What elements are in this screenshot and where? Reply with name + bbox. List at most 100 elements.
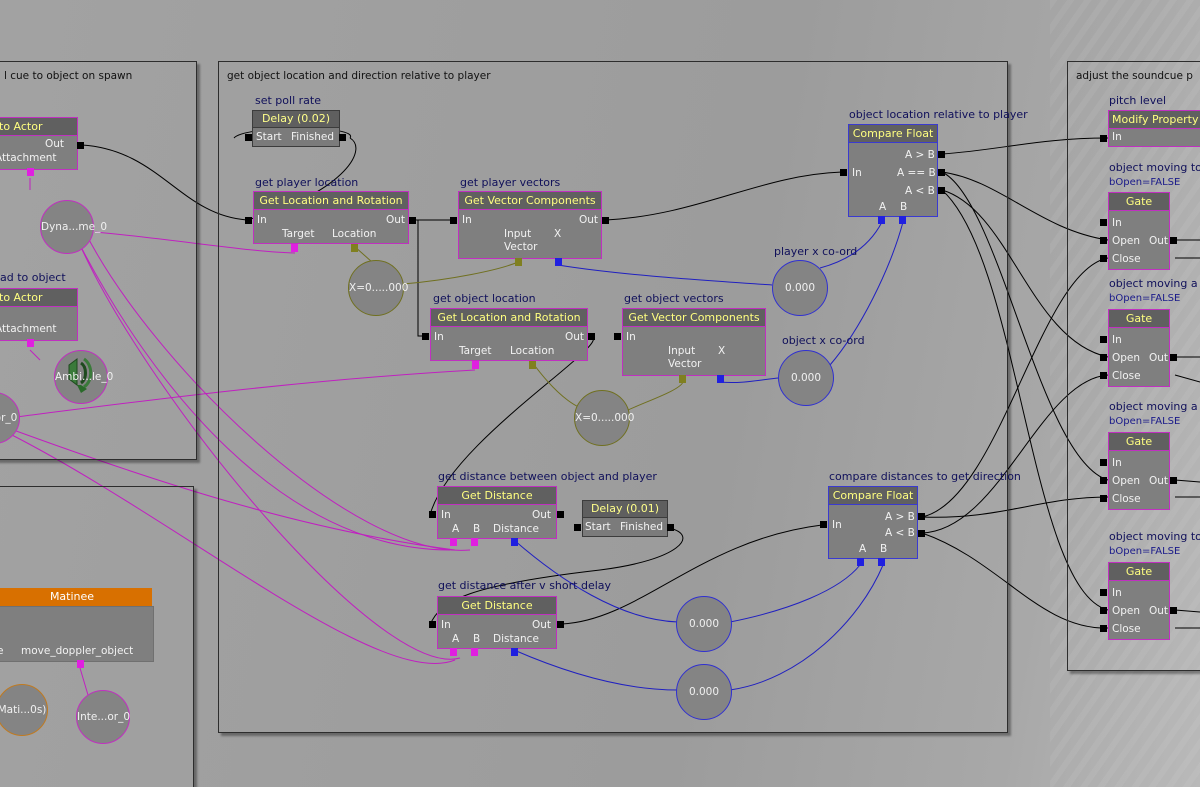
float-port[interactable] <box>717 375 724 383</box>
distance-2-variable[interactable]: 0.000 <box>676 664 732 720</box>
variable-port[interactable] <box>450 648 457 656</box>
output-port[interactable] <box>588 333 595 340</box>
delay-node-1[interactable]: Delay (0.02) Start Finished <box>252 110 340 147</box>
input-port[interactable] <box>1100 135 1107 142</box>
get-distance-node-1[interactable]: Get Distance In Out A B Distance <box>437 486 557 539</box>
output-port[interactable] <box>409 217 416 224</box>
comment-object-location-relative: object location relative to player <box>849 108 1028 121</box>
input-port[interactable] <box>1100 219 1107 226</box>
input-port[interactable] <box>574 524 581 531</box>
input-port[interactable] <box>1100 495 1107 502</box>
variable-port[interactable] <box>529 361 536 369</box>
player-x-variable[interactable]: 0.000 <box>772 260 828 316</box>
ambient-sound-variable[interactable]: Ambi...le_0 <box>54 350 113 404</box>
get-object-location-node[interactable]: Get Location and Rotation In Out Target … <box>430 308 588 361</box>
output-port[interactable] <box>918 513 925 520</box>
float-port[interactable] <box>555 258 562 266</box>
vector-port[interactable] <box>515 258 522 266</box>
input-port[interactable] <box>820 521 827 528</box>
get-player-vectors-node[interactable]: Get Vector Components In Out Input Vecto… <box>458 191 602 259</box>
output-port[interactable] <box>938 169 945 176</box>
variable-port[interactable] <box>77 660 84 668</box>
float-port[interactable] <box>511 648 518 656</box>
input-port[interactable] <box>1100 237 1107 244</box>
a-label: A <box>859 543 867 555</box>
interp-actor-variable[interactable]: Inte...or_0 <box>76 690 130 744</box>
output-port[interactable] <box>918 530 925 537</box>
float-port[interactable] <box>899 216 906 224</box>
float-port[interactable] <box>857 558 864 566</box>
input-port[interactable] <box>245 217 252 224</box>
distance-1-variable[interactable]: 0.000 <box>676 596 732 652</box>
get-distance-node-2[interactable]: Get Distance In Out A B Distance <box>437 596 557 649</box>
group-main[interactable]: get object location and direction relati… <box>218 61 1008 733</box>
variable-port[interactable] <box>27 168 34 176</box>
node-title: to Actor <box>0 289 77 307</box>
compare-float-node-1[interactable]: Compare Float In A > B A == B A < B A B <box>848 124 938 217</box>
output-port[interactable] <box>557 621 564 628</box>
output-port[interactable] <box>667 524 674 531</box>
dynamic-actor-variable[interactable]: Dyna...me_0 <box>40 200 107 254</box>
input-port[interactable] <box>1100 255 1107 262</box>
compare-float-node-2[interactable]: Compare Float In A > B A < B A B <box>828 486 918 559</box>
input-port[interactable] <box>422 333 429 340</box>
input-port[interactable] <box>1100 607 1107 614</box>
gate-node-1[interactable]: Gate In Open Out Close <box>1108 192 1170 270</box>
input-port[interactable] <box>429 621 436 628</box>
variable-port[interactable] <box>27 339 34 347</box>
input-port[interactable] <box>1100 625 1107 632</box>
object-vector-variable[interactable]: X=0.....000 <box>574 390 634 446</box>
output-port[interactable] <box>1170 354 1177 361</box>
variable-port[interactable] <box>472 361 479 369</box>
float-port[interactable] <box>878 558 885 566</box>
delay-node-2[interactable]: Delay (0.01) Start Finished <box>582 500 668 537</box>
matinee-node[interactable]: e move_doppler_object <box>0 606 154 662</box>
player-vector-variable[interactable]: X=0.....000 <box>348 260 408 316</box>
input-port[interactable] <box>1100 372 1107 379</box>
input-port[interactable] <box>245 134 252 141</box>
get-player-location-node[interactable]: Get Location and Rotation In Out Target … <box>253 191 409 244</box>
attach-to-actor-node-1[interactable]: to Actor Out Attachment <box>0 117 78 170</box>
output-port[interactable] <box>602 217 609 224</box>
output-port[interactable] <box>1170 607 1177 614</box>
input-port[interactable] <box>429 511 436 518</box>
output-port[interactable] <box>339 134 346 141</box>
output-port[interactable] <box>77 142 84 149</box>
output-port[interactable] <box>938 187 945 194</box>
gate-node-4[interactable]: Gate In Open Out Close <box>1108 562 1170 640</box>
group-right[interactable]: adjust the soundcue p <box>1067 61 1200 671</box>
matinee-data-variable[interactable]: Mati...0s) <box>0 684 48 736</box>
output-port[interactable] <box>557 511 564 518</box>
gate-node-2[interactable]: Gate In Open Out Close <box>1108 309 1170 387</box>
input-port[interactable] <box>614 333 621 340</box>
input-port[interactable] <box>1100 336 1107 343</box>
input-port[interactable] <box>1100 477 1107 484</box>
group-left-top[interactable]: l cue to object on spawn <box>0 61 197 460</box>
variable-port[interactable] <box>471 648 478 656</box>
input-port[interactable] <box>1100 589 1107 596</box>
variable-port[interactable] <box>450 538 457 546</box>
attach-to-actor-node-2[interactable]: to Actor Attachment <box>0 288 78 341</box>
variable-port[interactable] <box>471 538 478 546</box>
float-port[interactable] <box>511 538 518 546</box>
input-port[interactable] <box>450 217 457 224</box>
gate-node-3[interactable]: Gate In Open Out Close <box>1108 432 1170 510</box>
get-object-vectors-node[interactable]: Get Vector Components In Input Vector X <box>622 308 766 376</box>
input-port[interactable] <box>1100 354 1107 361</box>
modify-property-node[interactable]: Modify Property In <box>1108 110 1200 147</box>
vector-port[interactable] <box>679 375 686 383</box>
output-port[interactable] <box>1170 477 1177 484</box>
output-port[interactable] <box>938 151 945 158</box>
location-label: Location <box>332 228 377 240</box>
input-port[interactable] <box>1100 459 1107 466</box>
float-port[interactable] <box>878 216 885 224</box>
matinee-title[interactable]: Matinee <box>0 588 152 606</box>
input-port[interactable] <box>840 169 847 176</box>
node-title: Compare Float <box>849 125 937 143</box>
variable-port[interactable] <box>351 244 358 252</box>
group-left-bottom[interactable] <box>0 486 194 787</box>
object-x-variable[interactable]: 0.000 <box>778 350 834 406</box>
variable-port[interactable] <box>291 244 298 252</box>
output-port[interactable] <box>1170 237 1177 244</box>
